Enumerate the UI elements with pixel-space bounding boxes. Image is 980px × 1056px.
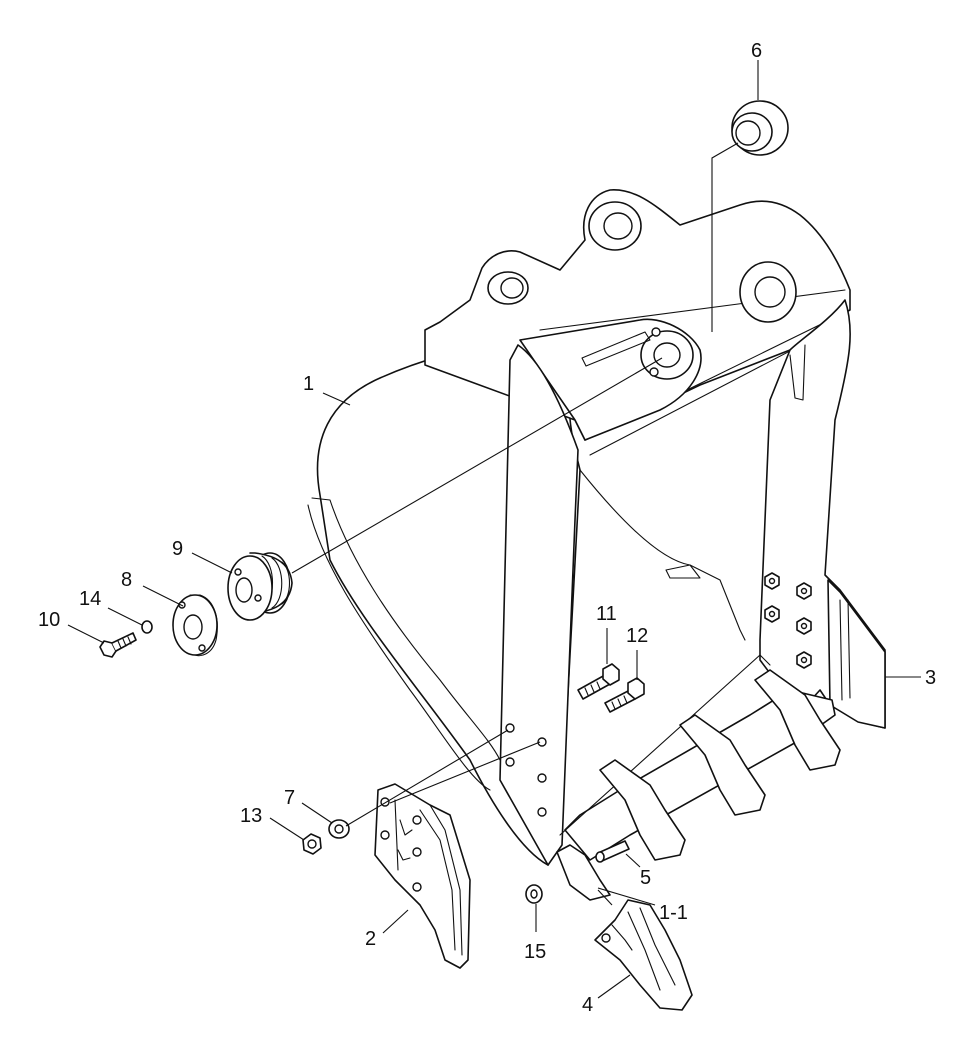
washer [328, 819, 350, 839]
bushing [731, 100, 789, 156]
bolt [99, 632, 137, 658]
side-bolt-11 [577, 663, 620, 700]
side-cutter [374, 783, 471, 969]
callout-6: 6 [751, 40, 762, 62]
callout-10: 10 [38, 609, 60, 631]
bucket-tooth [594, 899, 693, 1011]
tooth-pin [595, 840, 630, 863]
callout-4: 4 [582, 994, 593, 1016]
callout-1: 1 [303, 373, 314, 395]
callout-12: 12 [626, 625, 648, 647]
callout-11: 11 [596, 603, 617, 625]
tooth-adapters [556, 669, 841, 901]
bucket-body [307, 189, 886, 901]
callout-2: 2 [365, 928, 376, 950]
pin-collar [227, 552, 293, 621]
callout-9: 9 [172, 538, 183, 560]
callout-1-1: 1-1 [659, 902, 688, 924]
side-nuts [764, 572, 812, 669]
callout-14: 14 [79, 588, 101, 610]
callout-15: 15 [524, 941, 546, 963]
retainer-plate [172, 594, 218, 657]
lock-washer [525, 884, 543, 904]
callout-labels: 1 6 9 8 14 10 11 12 3 7 13 5 1-1 2 15 4 [38, 40, 936, 1016]
callout-13: 13 [240, 805, 262, 827]
leader-lines [67, 60, 921, 999]
callout-7: 7 [284, 787, 295, 809]
callout-3: 3 [925, 667, 936, 689]
hex-nut [302, 833, 322, 855]
side-bolt-12 [604, 677, 645, 713]
callout-8: 8 [121, 569, 132, 591]
callout-5: 5 [640, 867, 651, 889]
small-washer [141, 620, 153, 634]
